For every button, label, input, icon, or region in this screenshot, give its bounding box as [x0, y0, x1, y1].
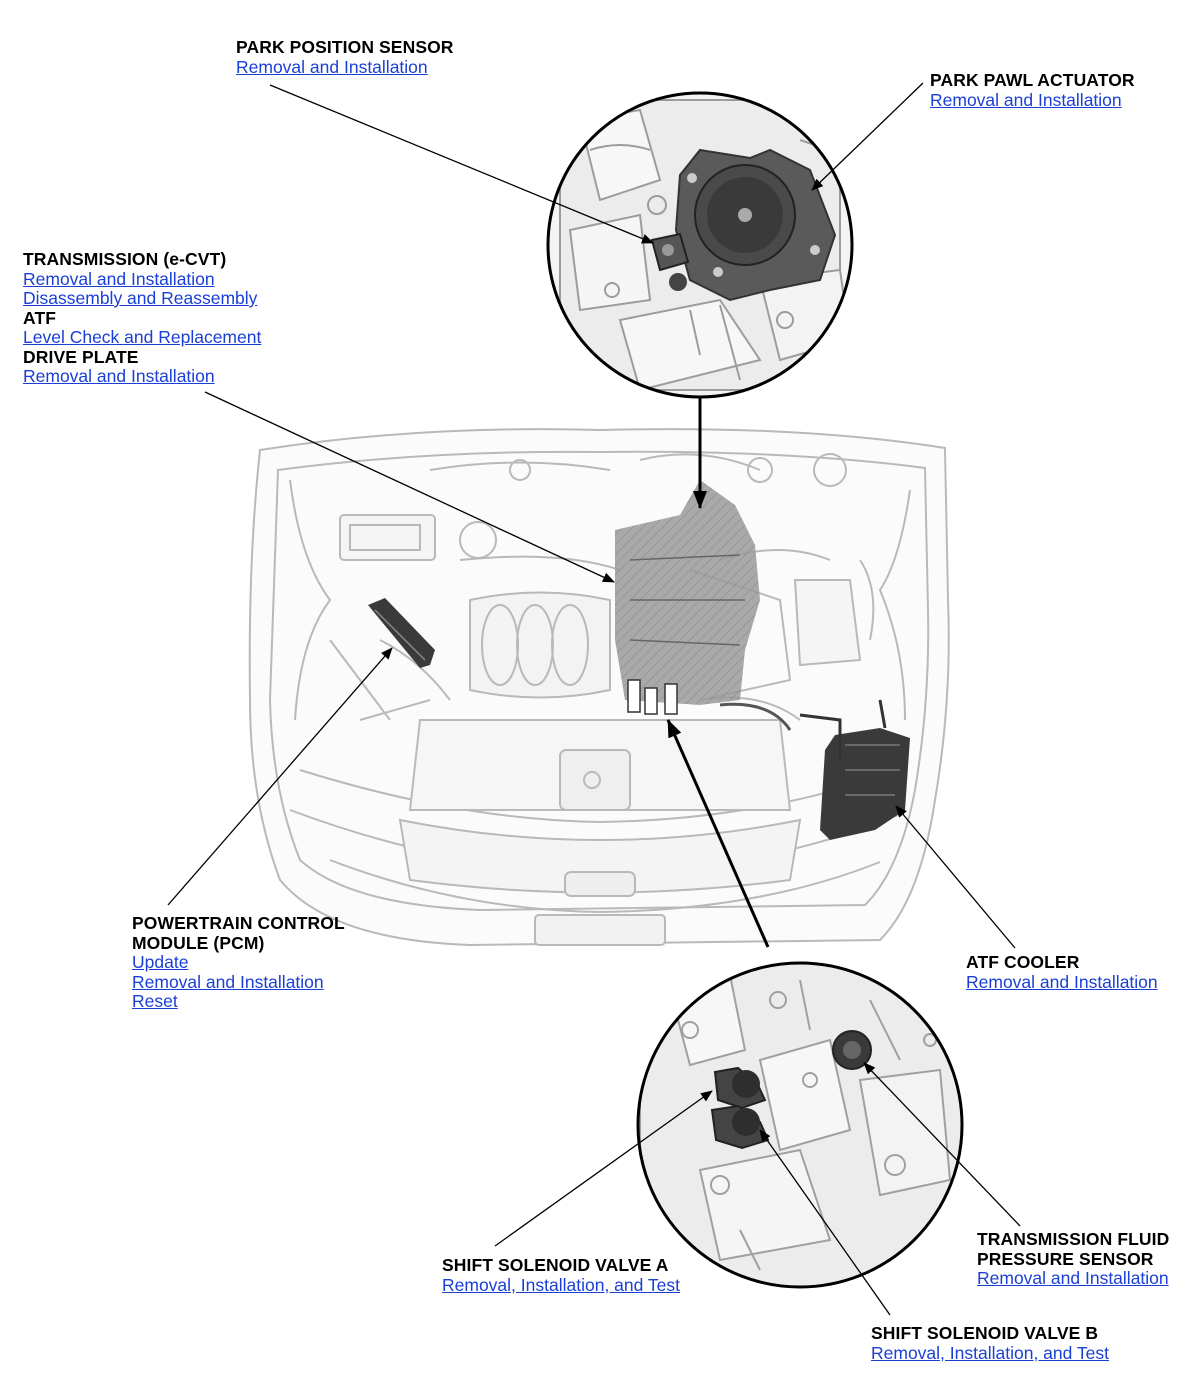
pcm-shape	[368, 598, 435, 668]
shift-solenoid-a-title: SHIFT SOLENOID VALVE A	[442, 1255, 669, 1275]
transmission-disassembly-link[interactable]: Disassembly and Reassembly	[23, 288, 258, 308]
atf-cooler-shape	[799, 699, 910, 840]
callout-atf-cooler: ATF COOLER Removal and Installation	[966, 952, 1158, 992]
pcm-reset-link[interactable]: Reset	[132, 991, 178, 1011]
transmission-shape	[615, 480, 792, 731]
atf-cooler-removal-link[interactable]: Removal and Installation	[966, 971, 1158, 992]
atf-title: ATF	[23, 307, 57, 328]
drive-plate-removal-link[interactable]: Removal and Installation	[23, 366, 215, 386]
leader-lines	[167, 82, 1021, 1316]
callout-park-position-sensor: PARK POSITION SENSOR Removal and Install…	[236, 37, 454, 77]
pcm-title-line1: POWERTRAIN CONTROL	[132, 913, 345, 933]
park-pawl-actuator-title: PARK PAWL ACTUATOR	[930, 70, 1135, 90]
fluid-pressure-sensor-title-line2: PRESSURE SENSOR	[977, 1248, 1154, 1269]
fluid-pressure-sensor-removal-link[interactable]: Removal and Installation	[977, 1268, 1169, 1288]
inset-solenoids	[636, 961, 964, 1289]
callout-transmission: TRANSMISSION (e-CVT) Removal and Install…	[23, 249, 262, 387]
park-pawl-actuator-removal-link[interactable]: Removal and Installation	[930, 89, 1122, 110]
inset-pointer-arrows	[666, 397, 770, 948]
callout-shift-solenoid-b: SHIFT SOLENOID VALVE B Removal, Installa…	[871, 1323, 1110, 1363]
callout-shift-solenoid-a: SHIFT SOLENOID VALVE A Removal, Installa…	[442, 1255, 681, 1295]
shift-solenoid-b-link[interactable]: Removal, Installation, and Test	[871, 1342, 1110, 1363]
park-position-sensor-title: PARK POSITION SENSOR	[236, 37, 454, 57]
fluid-pressure-sensor-title-line1: TRANSMISSION FLUID	[977, 1229, 1170, 1249]
park-position-sensor-removal-link[interactable]: Removal and Installation	[236, 56, 428, 77]
car-front	[248, 428, 950, 947]
callout-park-pawl-actuator: PARK PAWL ACTUATOR Removal and Installat…	[930, 70, 1135, 110]
atf-cooler-title: ATF COOLER	[966, 952, 1080, 972]
inset-park-pawl	[546, 91, 854, 399]
pcm-title-line2: MODULE (PCM)	[132, 932, 265, 953]
drive-plate-title: DRIVE PLATE	[23, 346, 139, 367]
transmission-removal-link[interactable]: Removal and Installation	[23, 268, 215, 289]
callout-fluid-pressure-sensor: TRANSMISSION FLUID PRESSURE SENSOR Remov…	[977, 1229, 1170, 1289]
shift-solenoid-b-title: SHIFT SOLENOID VALVE B	[871, 1323, 1099, 1343]
atf-level-check-link[interactable]: Level Check and Replacement	[23, 327, 262, 347]
shift-solenoid-a-link[interactable]: Removal, Installation, and Test	[442, 1274, 681, 1295]
callout-pcm: POWERTRAIN CONTROL MODULE (PCM) Update R…	[132, 913, 345, 1012]
transmission-title: TRANSMISSION (e-CVT)	[23, 249, 227, 269]
pcm-removal-link[interactable]: Removal and Installation	[132, 971, 324, 992]
pcm-update-link[interactable]: Update	[132, 952, 189, 972]
